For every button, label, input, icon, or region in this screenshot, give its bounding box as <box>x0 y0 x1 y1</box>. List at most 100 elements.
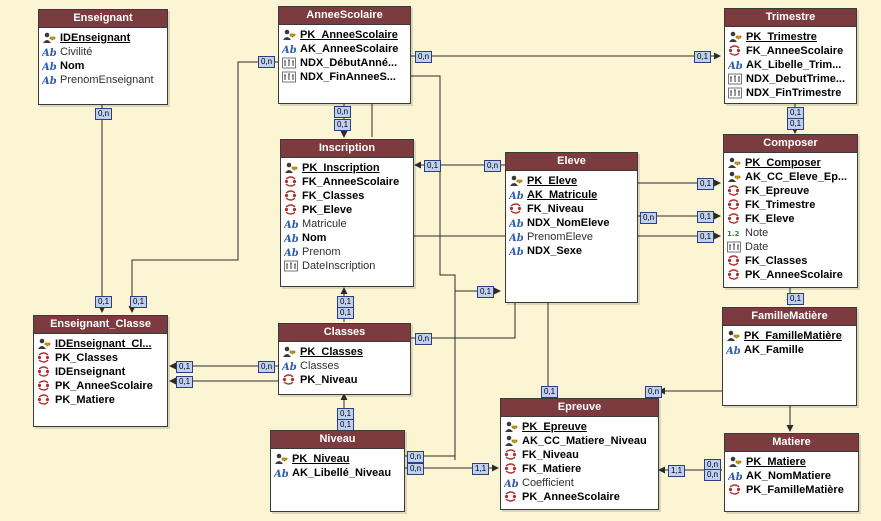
attribute-row[interactable]: PK_Composer <box>724 156 857 170</box>
card-trimestre: 0,1 <box>694 51 712 63</box>
attribute-name: NDX_DébutAnné... <box>300 57 398 69</box>
link-classes-eleve <box>410 302 516 339</box>
key-user-icon <box>37 338 51 350</box>
attribute-row[interactable]: PK_Trimestre <box>725 30 856 44</box>
attribute-row[interactable]: IDEnseignant_Cl... <box>34 337 167 351</box>
attribute-name: PK_Eleve <box>302 204 353 216</box>
svg-text:Ab: Ab <box>284 248 298 258</box>
attribute-row[interactable]: AK_CC_Matiere_Niveau <box>501 434 658 448</box>
attribute-row[interactable]: PK_Eleve <box>281 203 413 217</box>
attribute-row[interactable]: NDX_DébutAnné... <box>279 56 410 70</box>
attribute-row[interactable]: DateInscription <box>281 259 413 273</box>
attribute-row[interactable]: IDEnseignant <box>34 365 167 379</box>
svg-text:Ab: Ab <box>509 247 523 257</box>
attribute-row[interactable]: PK_AnneeScolaire <box>501 490 658 504</box>
attribute-row[interactable]: PK_Niveau <box>279 373 410 387</box>
attribute-row[interactable]: PK_Inscription <box>281 161 413 175</box>
card-annee-trimestre: 0,n <box>415 51 433 63</box>
attribute-name: PK_Classes <box>55 352 118 364</box>
foreign-key-icon <box>504 491 518 503</box>
attribute-row[interactable]: PK_Classes <box>279 345 410 359</box>
attribute-row[interactable]: FK_Niveau <box>506 202 637 216</box>
attribute-name: PK_Classes <box>300 346 363 358</box>
attribute-name: PK_Inscription <box>302 162 380 174</box>
foreign-key-icon <box>284 176 298 188</box>
card-epreuve-niveau: 1,1 <box>472 463 490 475</box>
card-inscription-classes-b: 0,1 <box>337 307 355 319</box>
card-epreuve-matiere: 1,1 <box>668 465 686 477</box>
text-field-icon: Ab <box>508 245 524 258</box>
attribute-row[interactable]: PK_Matiere <box>34 393 167 407</box>
attribute-row[interactable]: PK_Matiere <box>725 455 858 469</box>
card-matiere-epreuve-b: 0,n <box>704 469 722 481</box>
attribute-row[interactable]: NDX_FinAnneeS... <box>279 70 410 84</box>
attribute-row[interactable]: PK_Eleve <box>506 174 637 188</box>
svg-text:Ab: Ab <box>42 76 56 86</box>
attribute-row[interactable]: FK_AnneeScolaire <box>725 44 856 58</box>
attribute-row[interactable]: NDX_DebutTrime... <box>725 72 856 86</box>
text-field-icon: Ab <box>281 43 297 56</box>
attribute-row[interactable]: PK_AnneeScolaire <box>34 379 167 393</box>
svg-text:Ab: Ab <box>509 191 523 201</box>
attribute-row[interactable]: FK_Epreuve <box>724 184 857 198</box>
attribute-name: IDEnseignant <box>60 32 131 44</box>
card-enseignantclasse-a: 0,1 <box>95 296 113 308</box>
key-user-icon <box>504 435 518 447</box>
svg-text:Ab: Ab <box>728 61 742 71</box>
attribute-row[interactable]: IDEnseignant <box>39 31 167 45</box>
link-annee-composer <box>410 75 456 460</box>
attribute-row[interactable]: NDX_FinTrimestre <box>725 86 856 100</box>
entity-title: AnneeScolaire <box>279 7 410 25</box>
attribute-row[interactable]: PK_FamilleMatière <box>725 483 858 497</box>
attribute-row[interactable]: PK_AnneeScolaire <box>279 28 410 42</box>
attribute-row[interactable]: Date <box>724 240 857 254</box>
attribute-row[interactable]: FK_Niveau <box>501 448 658 462</box>
attribute-row[interactable]: FK_Matiere <box>501 462 658 476</box>
attribute-row[interactable]: PK_Niveau <box>271 452 404 466</box>
attribute-name: AK_CC_Eleve_Ep... <box>745 171 848 183</box>
attribute-row[interactable]: FK_Eleve <box>724 212 857 226</box>
attribute-row[interactable]: PK_AnneeScolaire <box>724 268 857 282</box>
attribute-row[interactable]: AK_CC_Eleve_Ep... <box>724 170 857 184</box>
attribute-row[interactable]: PK_FamilleMatière <box>723 329 856 343</box>
attribute-row[interactable]: FK_Trimestre <box>724 198 857 212</box>
attribute-row[interactable]: PK_Epreuve <box>501 420 658 434</box>
attribute-row[interactable]: PK_Classes <box>34 351 167 365</box>
attribute-row[interactable]: FK_AnneeScolaire <box>281 175 413 189</box>
attribute-row[interactable]: FK_Classes <box>281 189 413 203</box>
attribute-row[interactable]: FK_Classes <box>724 254 857 268</box>
attribute-name: AK_CC_Matiere_Niveau <box>522 435 647 447</box>
text-field-icon: Ab <box>725 344 741 357</box>
attribute-name: PK_FamilleMatière <box>746 484 844 496</box>
